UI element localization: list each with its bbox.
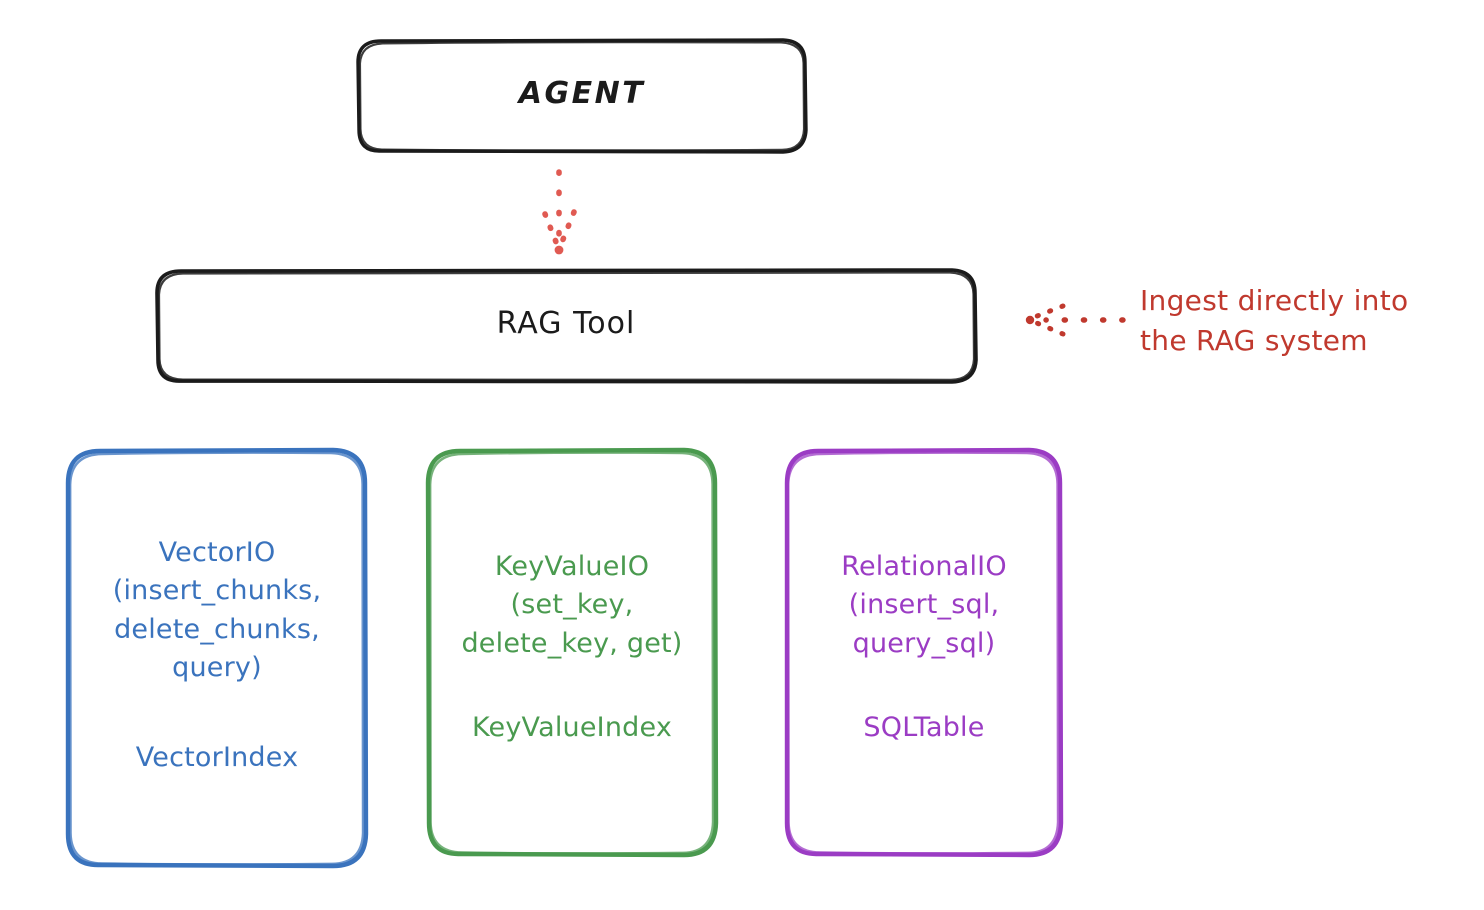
node-vector-io[interactable] [65, 447, 369, 869]
node-key-value-io[interactable] [425, 447, 719, 858]
rag-tool-box-outline [155, 268, 978, 384]
vector-io-box-outline [65, 447, 369, 869]
dotted-arrow-left-icon [1025, 303, 1126, 337]
node-agent[interactable] [356, 38, 808, 154]
key-value-io-box-sketch-pass [429, 451, 715, 855]
agent-box-outline [356, 38, 808, 154]
relational-io-box-sketch-pass [787, 451, 1060, 855]
node-relational-io[interactable] [784, 447, 1064, 858]
agent-box-sketch-pass [358, 41, 806, 152]
dotted-arrow-down-icon [542, 169, 577, 255]
rag-tool-box-sketch-pass [157, 271, 976, 382]
relational-io-box-outline [784, 447, 1064, 858]
node-rag-tool[interactable] [155, 268, 978, 384]
key-value-io-box-outline [425, 447, 719, 858]
vector-io-box-sketch-pass [69, 451, 365, 866]
